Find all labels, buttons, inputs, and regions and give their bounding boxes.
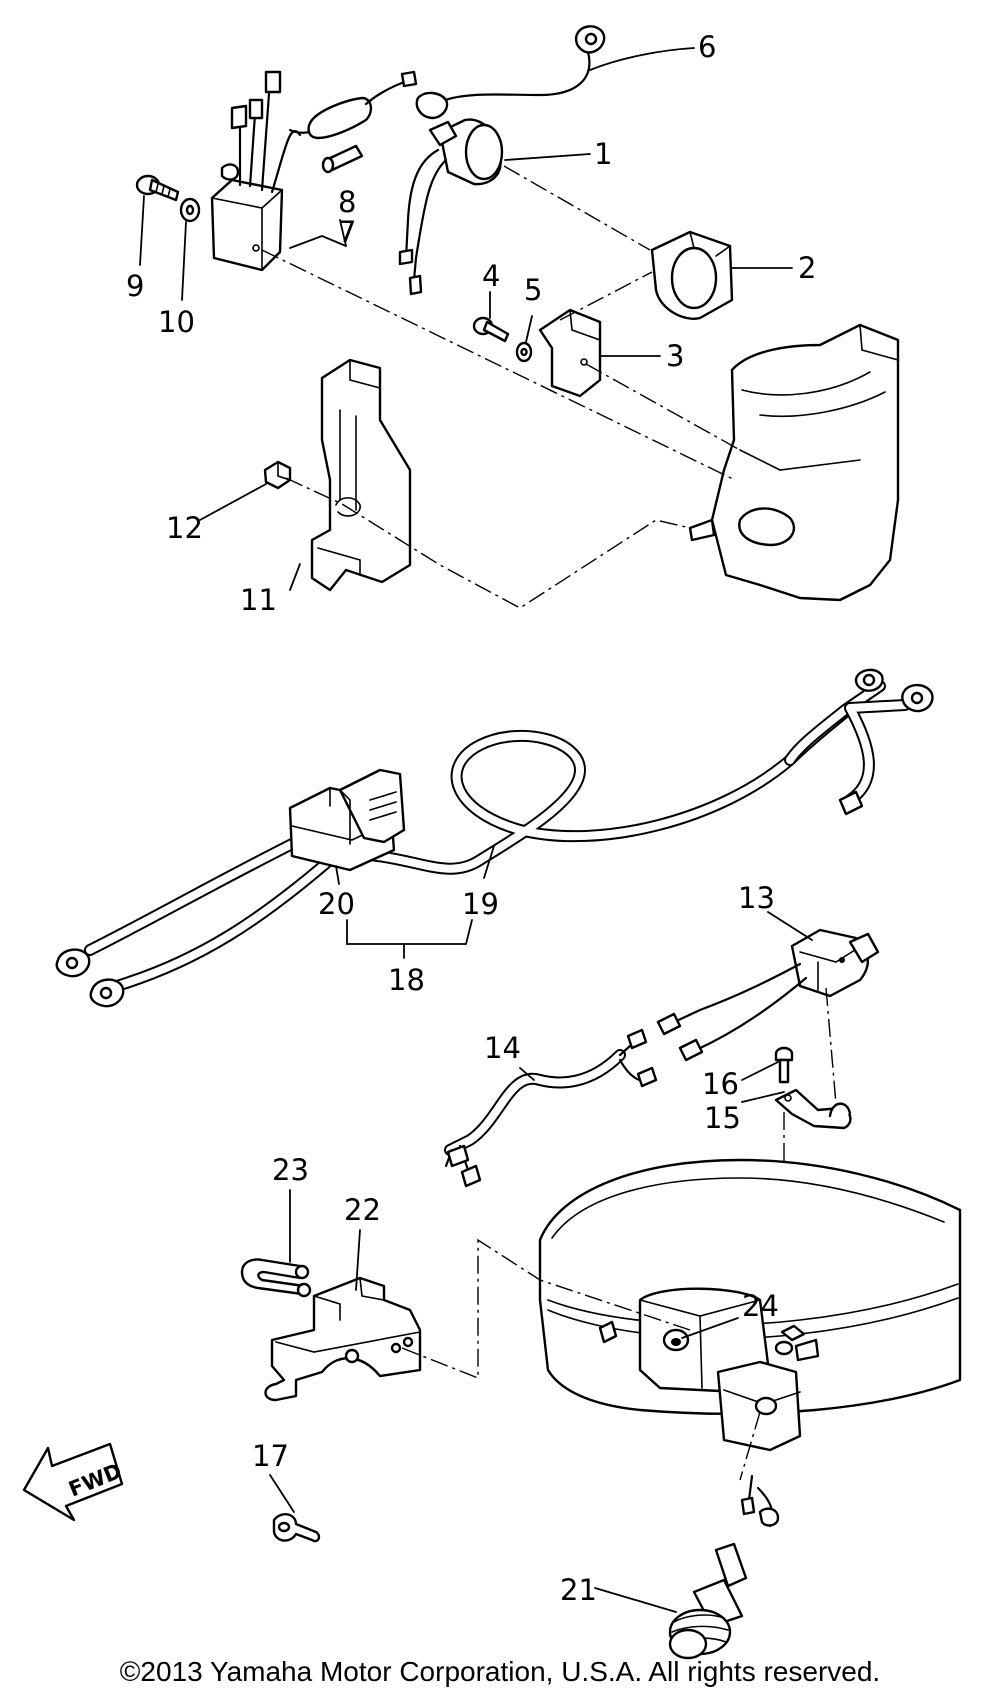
copyright-notice: ©2013 Yamaha Motor Corporation, U.S.A. A… (119, 1656, 881, 1687)
assembly-lines-bottom (401, 1238, 761, 1481)
callout-24: 24 (742, 1289, 779, 1323)
callout-3: 3 (666, 339, 684, 373)
callout-23: 23 (272, 1153, 309, 1187)
callout-1: 1 (594, 137, 612, 171)
callout-19: 19 (462, 887, 499, 921)
callout-6: 6 (698, 30, 716, 64)
callout-2: 2 (798, 251, 816, 285)
part-7-rectifier-regulator (210, 70, 418, 272)
callout-numbers: 6 1 2 3 4 5 8 7 9 10 12 11 20 19 18 13 1… (126, 30, 816, 1607)
bottom-cowling (538, 1158, 962, 1452)
callout-12: 12 (166, 511, 203, 545)
part-1-starter-relay (398, 118, 504, 296)
callout-15: 15 (704, 1101, 741, 1135)
part-9-screw (135, 174, 180, 202)
callout-4: 4 (482, 259, 500, 293)
part-24-grommet (662, 1328, 690, 1352)
part-11-plate (310, 358, 412, 592)
engine-casting (688, 323, 900, 602)
callout-18: 18 (388, 963, 425, 997)
callout-21: 21 (560, 1573, 597, 1607)
part-14-wire (444, 1028, 658, 1188)
part-22-bracket (264, 1276, 422, 1402)
callout-14: 14 (484, 1031, 521, 1065)
part-12-bolt (263, 460, 292, 490)
part-13-switch (656, 928, 880, 1062)
callout-10: 10 (158, 305, 195, 339)
part-4-bolt (472, 316, 510, 343)
callout-13: 13 (738, 881, 775, 915)
callout-11: 11 (240, 583, 277, 617)
callout-7: 7 (338, 215, 356, 249)
part-17-clip (272, 1513, 321, 1543)
part-5-washer (515, 341, 533, 363)
fwd-arrow-icon: FWD (22, 1442, 125, 1522)
callout-17: 17 (252, 1439, 289, 1473)
part-8-fuse (321, 144, 364, 174)
callout-9: 9 (126, 269, 144, 303)
part-16-screw (774, 1046, 794, 1084)
callout-20: 20 (318, 887, 355, 921)
callout-5: 5 (524, 273, 542, 307)
part-15-clamp (774, 1088, 852, 1130)
part-2-relay-holder (650, 230, 734, 320)
part-18-wire-harness (55, 668, 934, 1008)
part-20-connector (288, 768, 406, 872)
assembly-lines-top (261, 165, 741, 609)
callout-16: 16 (702, 1067, 739, 1101)
part-23-clip (240, 1258, 312, 1298)
callout-8: 8 (338, 185, 356, 219)
part-10-washer (179, 197, 201, 223)
part-6-lead-wire (415, 25, 606, 120)
part-21-sensor (668, 1474, 780, 1660)
part-3-bracket (538, 308, 602, 398)
callout-22: 22 (344, 1193, 381, 1227)
leader-lines (139, 47, 813, 1613)
